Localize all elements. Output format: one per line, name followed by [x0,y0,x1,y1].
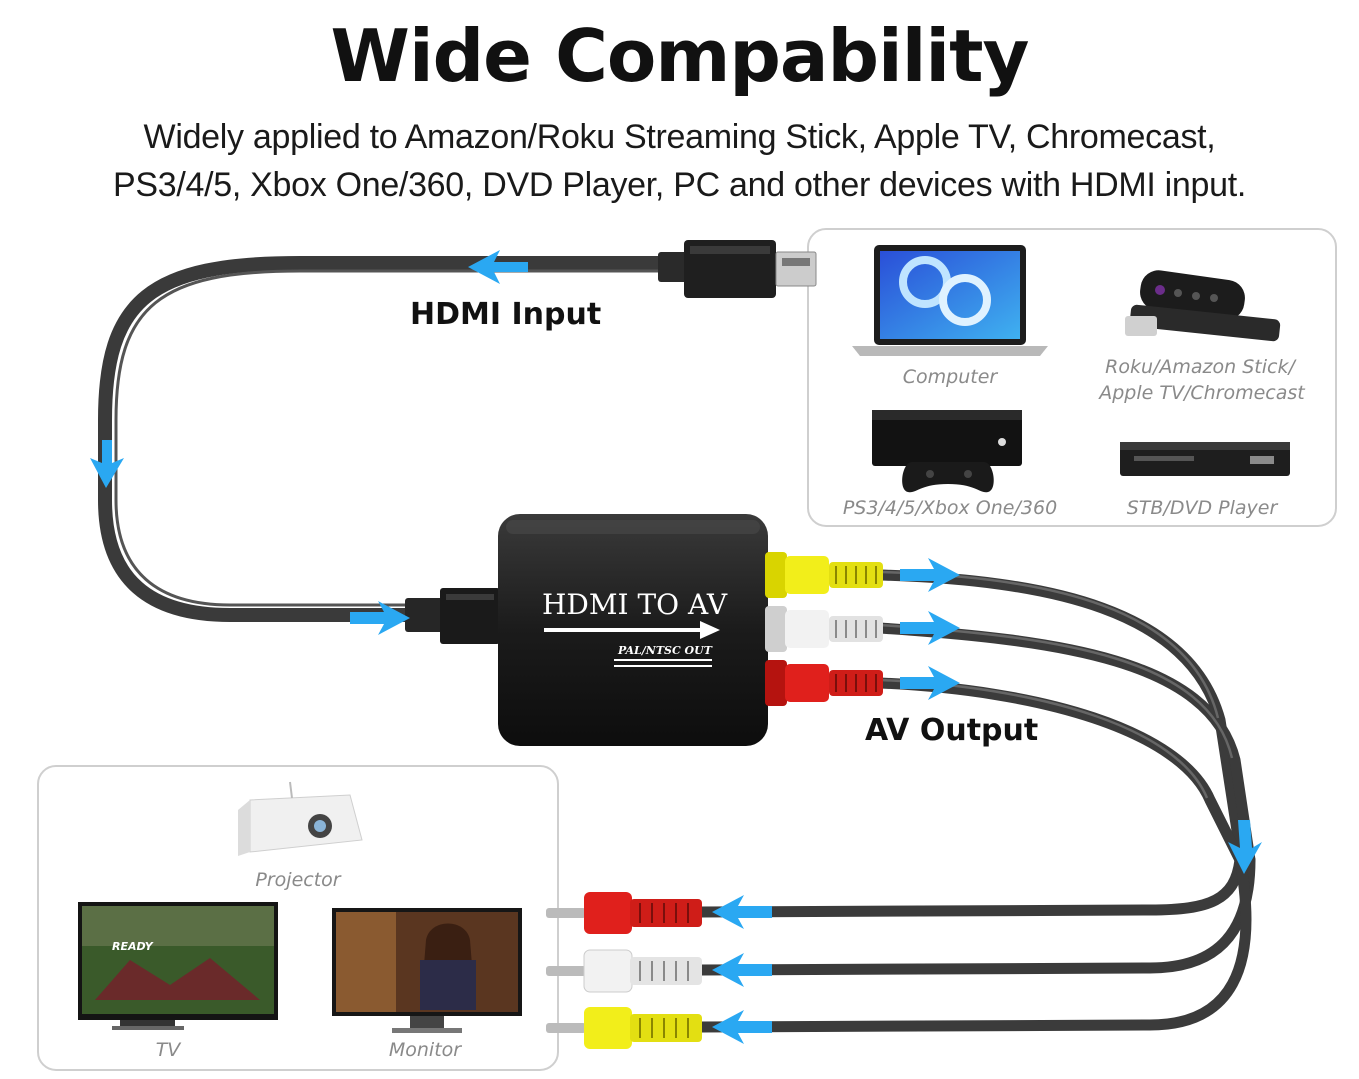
rca-plug-white-bottom [546,949,702,993]
device-label-streaming-2: Apple TV/Chromecast [1097,382,1306,404]
converter-label: HDMI TO AV [542,588,728,621]
rca-plug-red-bottom [546,892,702,934]
device-label-console: PS3/4/5/Xbox One/360 [843,497,1057,519]
tv-icon: READY [78,902,278,1030]
monitor-icon [332,908,522,1033]
arrow-down-icon [90,440,124,488]
device-label-tv: TV [156,1039,183,1061]
game-console-icon [872,410,1022,493]
streaming-stick-icon [1125,270,1281,342]
arrow-right-icon [350,601,410,635]
dvd-player-icon [1120,442,1290,476]
arrow-right-icon [900,611,960,645]
hdmi-input-label: HDMI Input [410,297,601,332]
device-label-monitor: Monitor [389,1039,462,1061]
subtitle-line-1: Widely applied to Amazon/Roku Streaming … [143,118,1216,156]
converter-sub-label: PAL/NTSC OUT [617,644,713,657]
arrow-left-icon [712,1010,772,1044]
arrow-left-icon [712,953,772,987]
arrow-right-icon [900,666,960,700]
arrow-left-icon [712,895,772,929]
rca-plug-white-top [765,606,883,652]
rca-plug-red-top [765,660,883,706]
hdmi-cable [98,256,667,622]
projector-icon [238,781,363,856]
av-output-label: AV Output [865,713,1038,748]
hdmi-to-av-converter: HDMI TO AV PAL/NTSC OUT [498,514,768,746]
hdmi-plug-converter-icon [405,588,500,644]
hdmi-plug-icon [658,240,817,298]
arrow-right-icon [900,558,960,592]
rca-plug-yellow-bottom [546,1007,702,1049]
rca-plug-yellow-top [765,552,883,598]
page-title: Wide Compability [330,14,1030,98]
svg-text:READY: READY [112,940,154,953]
laptop-icon [852,245,1048,356]
flow-arrows [90,250,1262,1044]
device-label-computer: Computer [903,366,999,388]
device-label-streaming-1: Roku/Amazon Stick/ [1105,356,1297,378]
arrow-down-icon [1228,820,1262,874]
subtitle-line-2: PS3/4/5, Xbox One/360, DVD Player, PC an… [112,166,1247,204]
device-label-dvd: STB/DVD Player [1127,497,1279,519]
device-label-projector: Projector [255,869,341,891]
arrow-left-icon [468,250,528,284]
